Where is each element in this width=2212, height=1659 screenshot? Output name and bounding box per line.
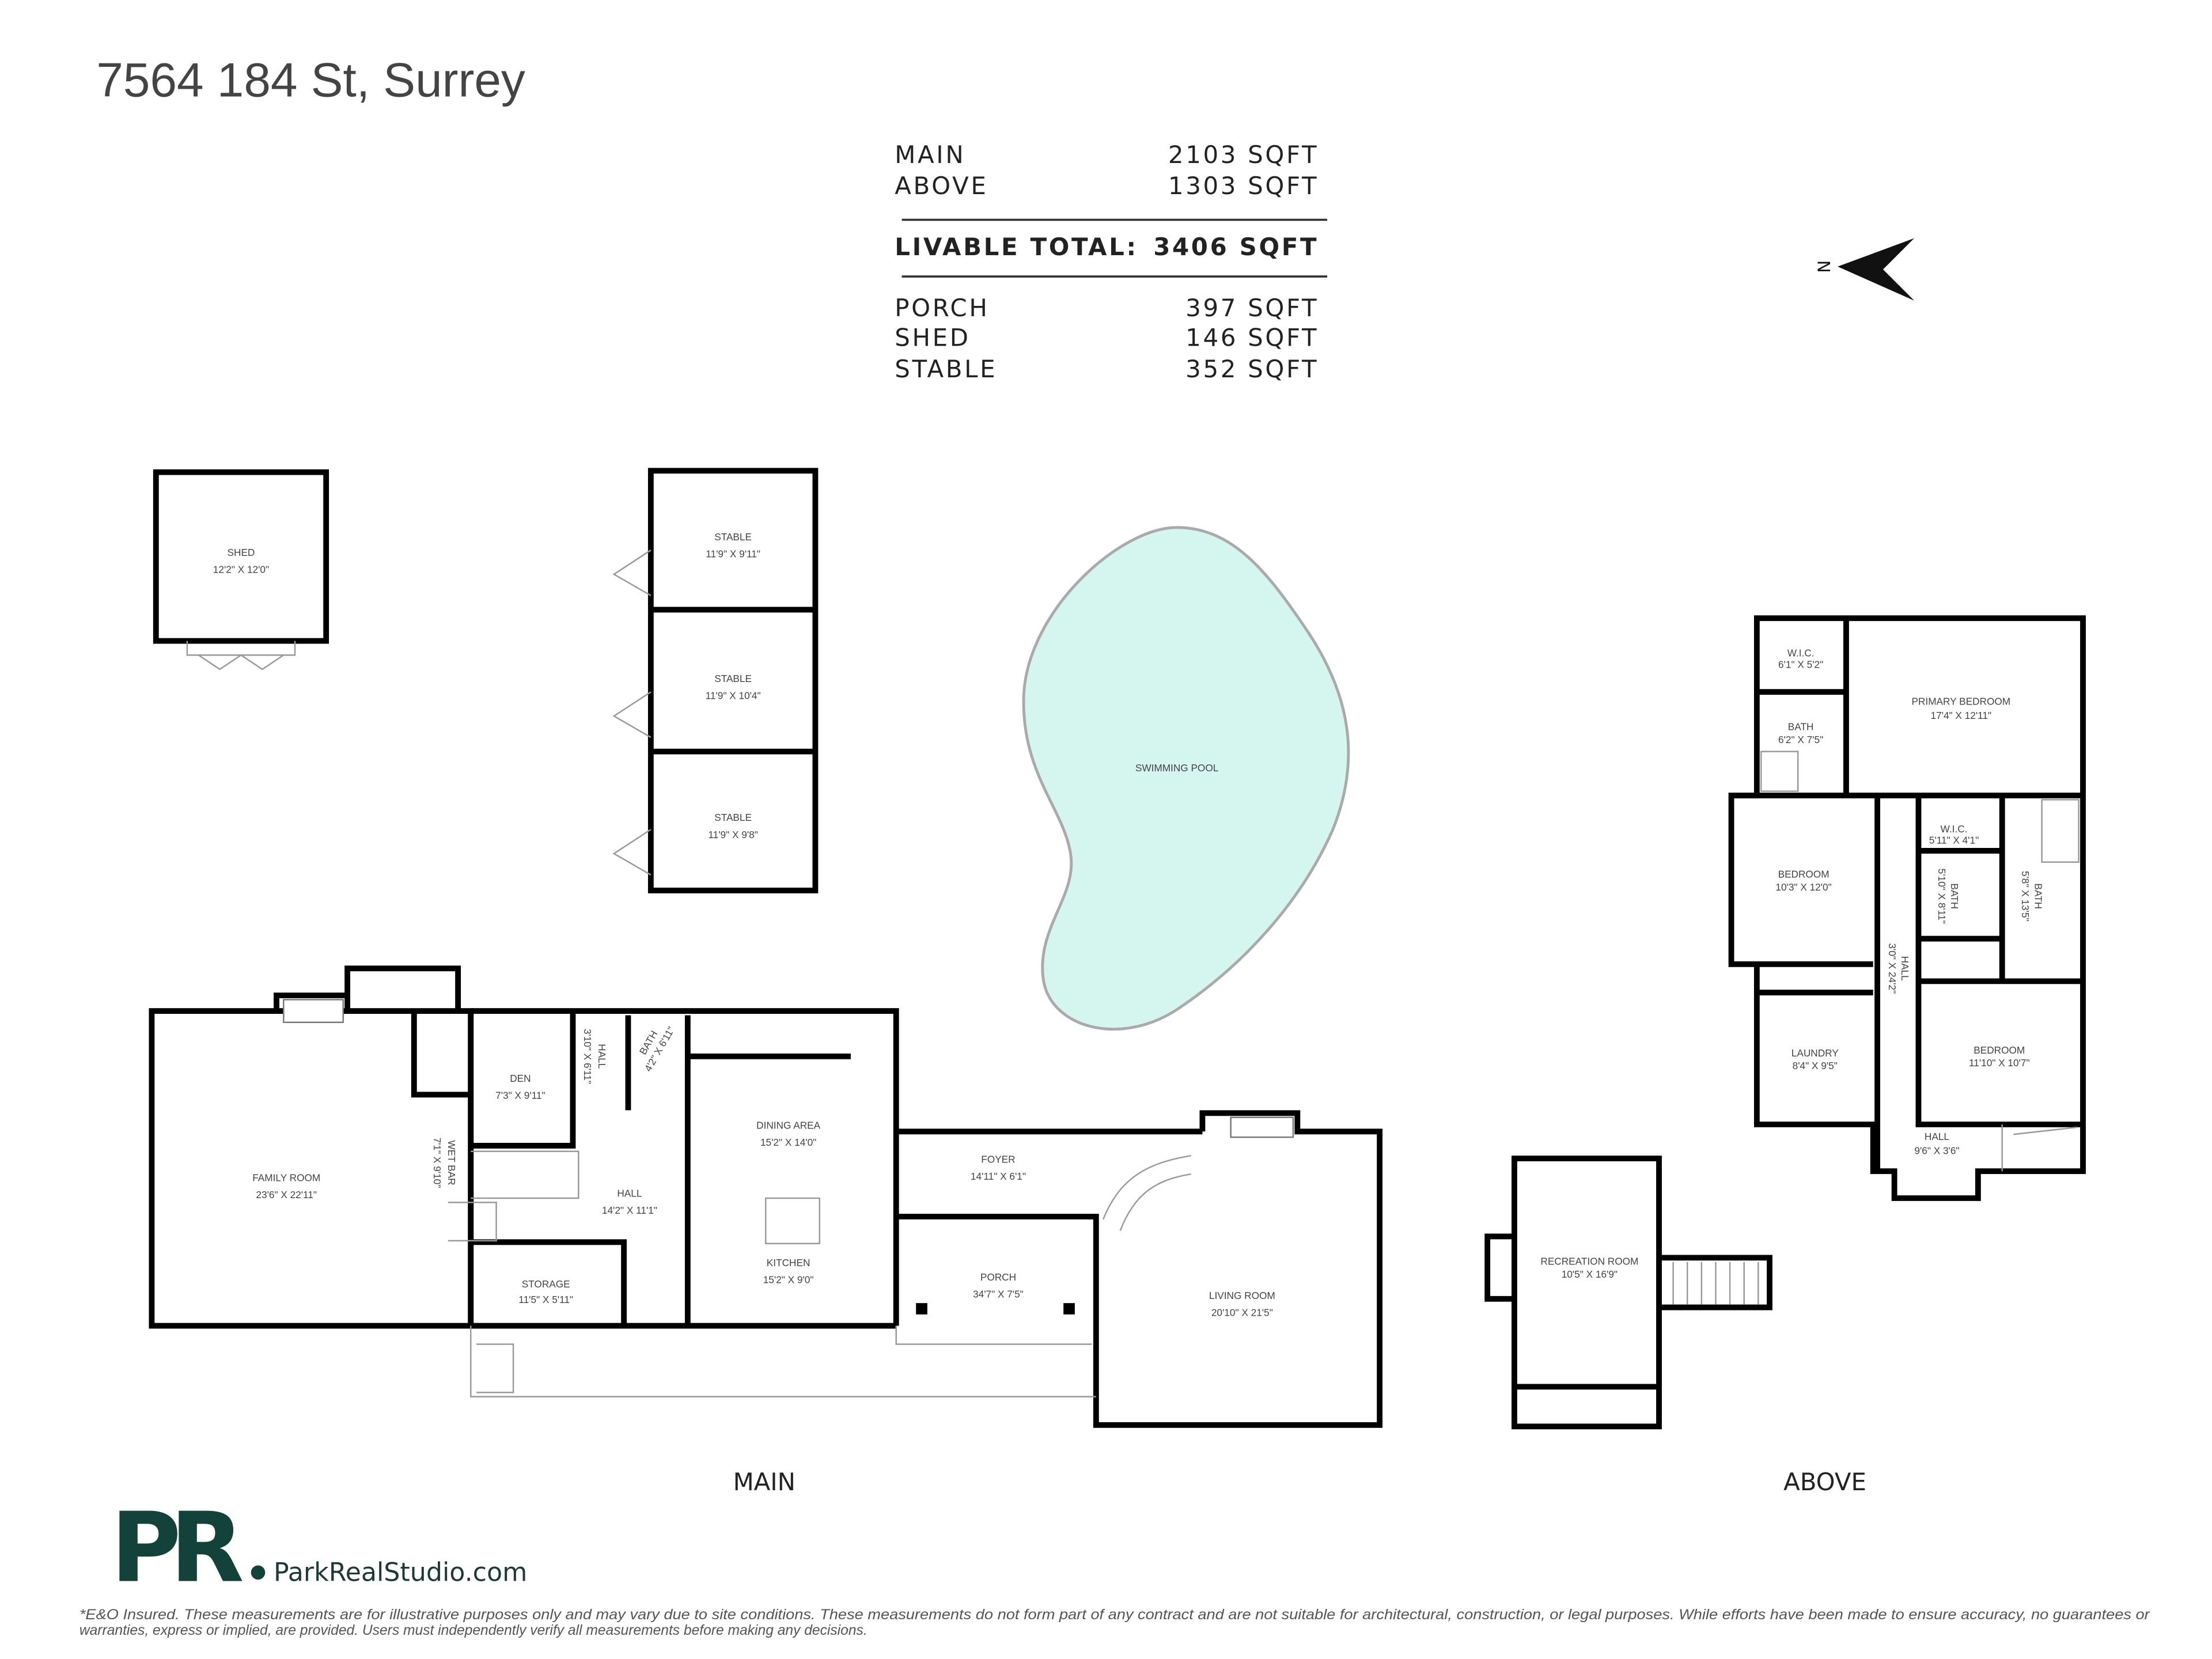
area-summary: MAIN 2103 SQFT ABOVE 1303 SQFT LIVABLE T… [895, 141, 1327, 383]
room-dims: 14'2" X 11'1" [602, 1205, 657, 1216]
shed: SHED 12'2" X 12'0" [153, 469, 329, 671]
summary-label: PORCH [895, 294, 989, 322]
room-dims: 20'10" X 21'5" [1211, 1306, 1273, 1318]
above-floor-plan: W.I.C. 6'1" X 5'2" BATH 6'2" X 7'5" PRIM… [1728, 615, 2086, 1201]
room-dims: 11'9" X 10'4" [706, 690, 761, 702]
room-name: LIVING ROOM [1209, 1290, 1275, 1301]
room-name: DINING AREA [756, 1119, 821, 1131]
room-dims: 5'8" X 13'5" [2020, 871, 2031, 922]
north-label: N [1814, 260, 1834, 273]
svg-text:PR: PR [111, 1493, 243, 1604]
room-dims: 6'2" X 7'5" [1778, 734, 1823, 745]
room-name: DEN [510, 1073, 531, 1084]
summary-value: 397 SQFT [1185, 294, 1319, 322]
main-floor-plan: FAMILY ROOM 23'6" X 22'11" DEN 7'3" X 9'… [149, 965, 1382, 1428]
swimming-pool: SWIMMING POOL [1022, 526, 1350, 1031]
room-dims: 5'10" X 8'11" [1936, 869, 1948, 924]
summary-value: 146 SQFT [1185, 324, 1319, 352]
room-name: HALL [1925, 1131, 1949, 1142]
room-dims: 5'11" X 4'1" [1929, 835, 1979, 846]
room-dims: 10'5" X 16'9" [1562, 1268, 1618, 1280]
room-dims: 9'6" X 3'6" [1914, 1145, 1959, 1157]
room-dims: 17'4" X 12'11" [1931, 710, 1992, 721]
level-label-main: MAIN [733, 1468, 796, 1496]
north-arrow-icon: N [1814, 238, 1915, 301]
room-name: W.I.C. [1941, 823, 1968, 835]
room-dims: 34'7" X 7'5" [973, 1288, 1024, 1300]
room-name: PORCH [980, 1271, 1016, 1283]
room-name: SHED [228, 547, 255, 558]
room-dims: 6'1" X 5'2" [1778, 658, 1823, 670]
room-name: HALL [596, 1044, 608, 1069]
room-dims: 3'10" X 6'11" [582, 1029, 593, 1084]
summary-value: 1303 SQFT [1168, 172, 1319, 200]
room-dims: 15'2" X 9'0" [763, 1274, 814, 1286]
room-name: SWIMMING POOL [1135, 762, 1218, 774]
stables: STABLE 11'9" X 9'11" STABLE 11'9" X 10'4… [612, 468, 819, 893]
room-name: FOYER [981, 1153, 1015, 1165]
room-dims: 11'10" X 10'7" [1969, 1057, 2030, 1069]
summary-label: MAIN [895, 141, 965, 169]
room-dims: 11'9" X 9'8" [708, 829, 757, 840]
brand-site: ParkRealStudio.com [274, 1558, 527, 1588]
room-name: LAUNDRY [1791, 1047, 1839, 1059]
brand-logo: PR ParkRealStudio.com [111, 1493, 527, 1604]
room-name: STABLE [714, 531, 752, 543]
room-name: STABLE [714, 673, 752, 684]
room-dims: 3'0" X 24'2" [1887, 943, 1898, 994]
total-label: LIVABLE TOTAL: [895, 233, 1138, 261]
room-name: WET BAR [446, 1140, 457, 1185]
page-title: 7564 184 St, Surrey [96, 52, 525, 107]
summary-label: ABOVE [895, 172, 988, 200]
room-name: STABLE [714, 812, 752, 823]
summary-label: STABLE [895, 355, 997, 383]
room-name: BATH [1949, 883, 1960, 909]
level-label-above: ABOVE [1783, 1468, 1866, 1496]
room-name: RECREATION ROOM [1540, 1256, 1638, 1267]
room-name: BATH [1788, 721, 1814, 733]
room-name: STORAGE [522, 1278, 570, 1290]
room-dims: 23'6" X 22'11" [256, 1189, 317, 1200]
room-name: BEDROOM [1778, 869, 1830, 880]
summary-label: SHED [895, 324, 970, 352]
room-dims: 14'11" X 6'1" [971, 1171, 1026, 1182]
total-value: 3406 SQFT [1153, 233, 1319, 261]
room-name: HALL [617, 1188, 642, 1199]
summary-value: 2103 SQFT [1168, 141, 1319, 169]
summary-value: 352 SQFT [1185, 355, 1319, 383]
room-name: PRIMARY BEDROOM [1912, 695, 2011, 707]
room-name: FAMILY ROOM [252, 1172, 320, 1183]
room-name: W.I.C. [1787, 647, 1815, 659]
room-name: KITCHEN [767, 1257, 810, 1268]
room-dims: 15'2" X 14'0" [760, 1137, 816, 1148]
room-dims: 7'1" X 9'10" [431, 1138, 443, 1188]
room-name: BEDROOM [1974, 1044, 2025, 1056]
room-dims: 8'4" X 9'5" [1793, 1060, 1838, 1071]
disclaimer-line: warranties, express or implied, are prov… [79, 1623, 868, 1638]
disclaimer-line: *E&O Insured. These measurements are for… [79, 1607, 2151, 1623]
recreation-room-plan: RECREATION ROOM 10'5" X 16'9" [1484, 1156, 1772, 1430]
room-dims: 11'9" X 9'11" [706, 548, 760, 559]
room-dims: 10'3" X 12'0" [1775, 881, 1831, 893]
room-dims: 7'3" X 9'11" [495, 1090, 545, 1101]
room-dims: 11'5" X 5'11" [518, 1294, 573, 1305]
room-name: BATH [2032, 883, 2044, 909]
room-name: HALL [1899, 956, 1911, 981]
room-dims: 12'2" X 12'0" [213, 563, 269, 575]
